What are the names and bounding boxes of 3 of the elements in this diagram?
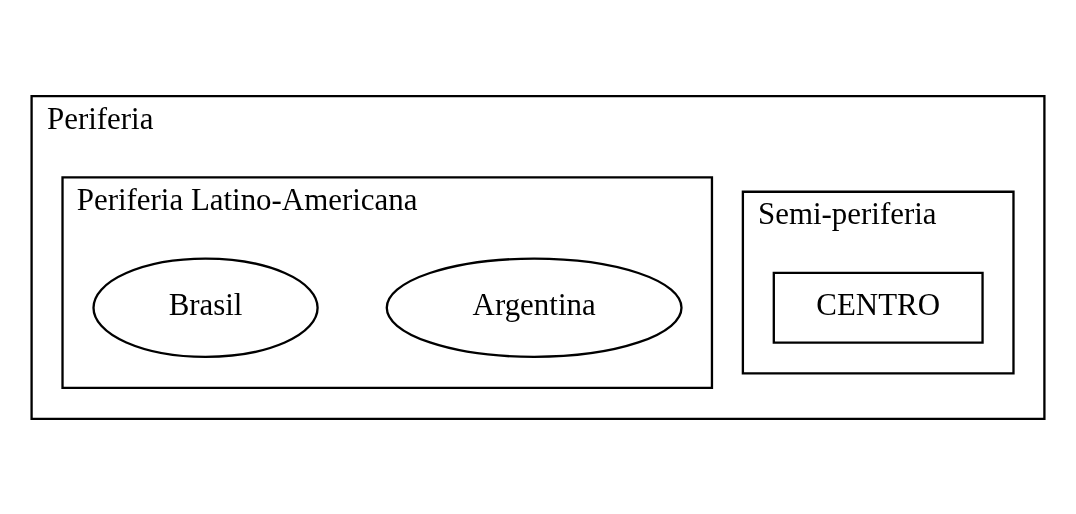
node-ellipse: Argentina [385,256,683,358]
node-ellipse: Brasil [92,256,319,358]
node-box: CENTRO [772,271,984,344]
